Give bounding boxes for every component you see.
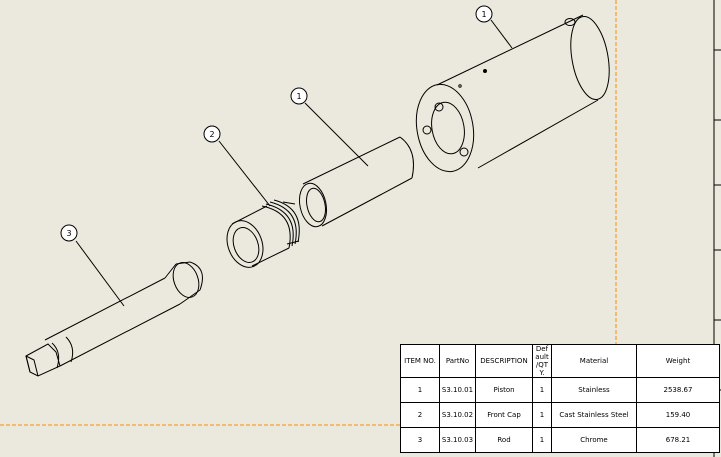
leader-line-rod — [75, 240, 125, 307]
bom-cell-description: Piston — [475, 377, 533, 403]
bom-cell-qty: 1 — [532, 402, 552, 428]
svg-text:3: 3 — [66, 229, 71, 238]
bom-header-description: DESCRIPTION — [475, 344, 533, 378]
bom-header-row: ITEM NO. PartNo DESCRIPTION Def ault /QT… — [400, 344, 720, 378]
leader-line-front-cap — [218, 140, 271, 207]
bom-cell-part: S3.10.03 — [439, 427, 476, 453]
bom-cell-part: S3.10.01 — [439, 377, 476, 403]
bom-cell-description: Front Cap — [475, 402, 533, 428]
balloon-cylinder: 1 — [475, 5, 493, 23]
bom-cell-weight: 678.21 — [636, 427, 720, 453]
bom-header-item: ITEM NO. — [400, 344, 440, 378]
bom-cell-qty: 1 — [532, 427, 552, 453]
bom-cell-item: 2 — [400, 402, 440, 428]
bom-cell-weight: 159.40 — [636, 402, 720, 428]
leader-line-cylinder — [490, 19, 513, 49]
leader-line-piston — [304, 102, 369, 167]
bom-header-weight: Weight — [636, 344, 720, 378]
bom-cell-weight: 2538.67 — [636, 377, 720, 403]
svg-text:1: 1 — [481, 10, 486, 19]
rod-part — [25, 261, 203, 377]
bom-cell-material: Stainless — [551, 377, 637, 403]
bom-cell-material: Cast Stainless Steel — [551, 402, 637, 428]
bom-cell-part: S3.10.02 — [439, 402, 476, 428]
bom-row: 2 S3.10.02 Front Cap 1 Cast Stainless St… — [400, 402, 720, 428]
balloon-piston: 1 — [290, 87, 308, 105]
bom-row: 3 S3.10.03 Rod 1 Chrome 678.21 — [400, 427, 720, 453]
piston-tube-part — [298, 136, 414, 228]
bom-cell-item: 1 — [400, 377, 440, 403]
bill-of-materials-table: ITEM NO. PartNo DESCRIPTION Def ault /QT… — [400, 344, 720, 453]
bom-header-part: PartNo — [439, 344, 476, 378]
svg-text:1: 1 — [296, 92, 301, 101]
bom-cell-item: 3 — [400, 427, 440, 453]
cylinder-body-part — [415, 14, 610, 173]
svg-text:2: 2 — [209, 130, 214, 139]
front-cap-part — [226, 199, 300, 268]
balloon-front-cap: 2 — [203, 125, 221, 143]
bom-header-material: Material — [551, 344, 637, 378]
bom-cell-material: Chrome — [551, 427, 637, 453]
bom-header-qty: Def ault /QT Y. — [532, 344, 552, 378]
bom-cell-description: Rod — [475, 427, 533, 453]
balloon-rod: 3 — [60, 224, 78, 242]
bom-cell-qty: 1 — [532, 377, 552, 403]
bom-row: 1 S3.10.01 Piston 1 Stainless 2538.67 — [400, 377, 720, 403]
